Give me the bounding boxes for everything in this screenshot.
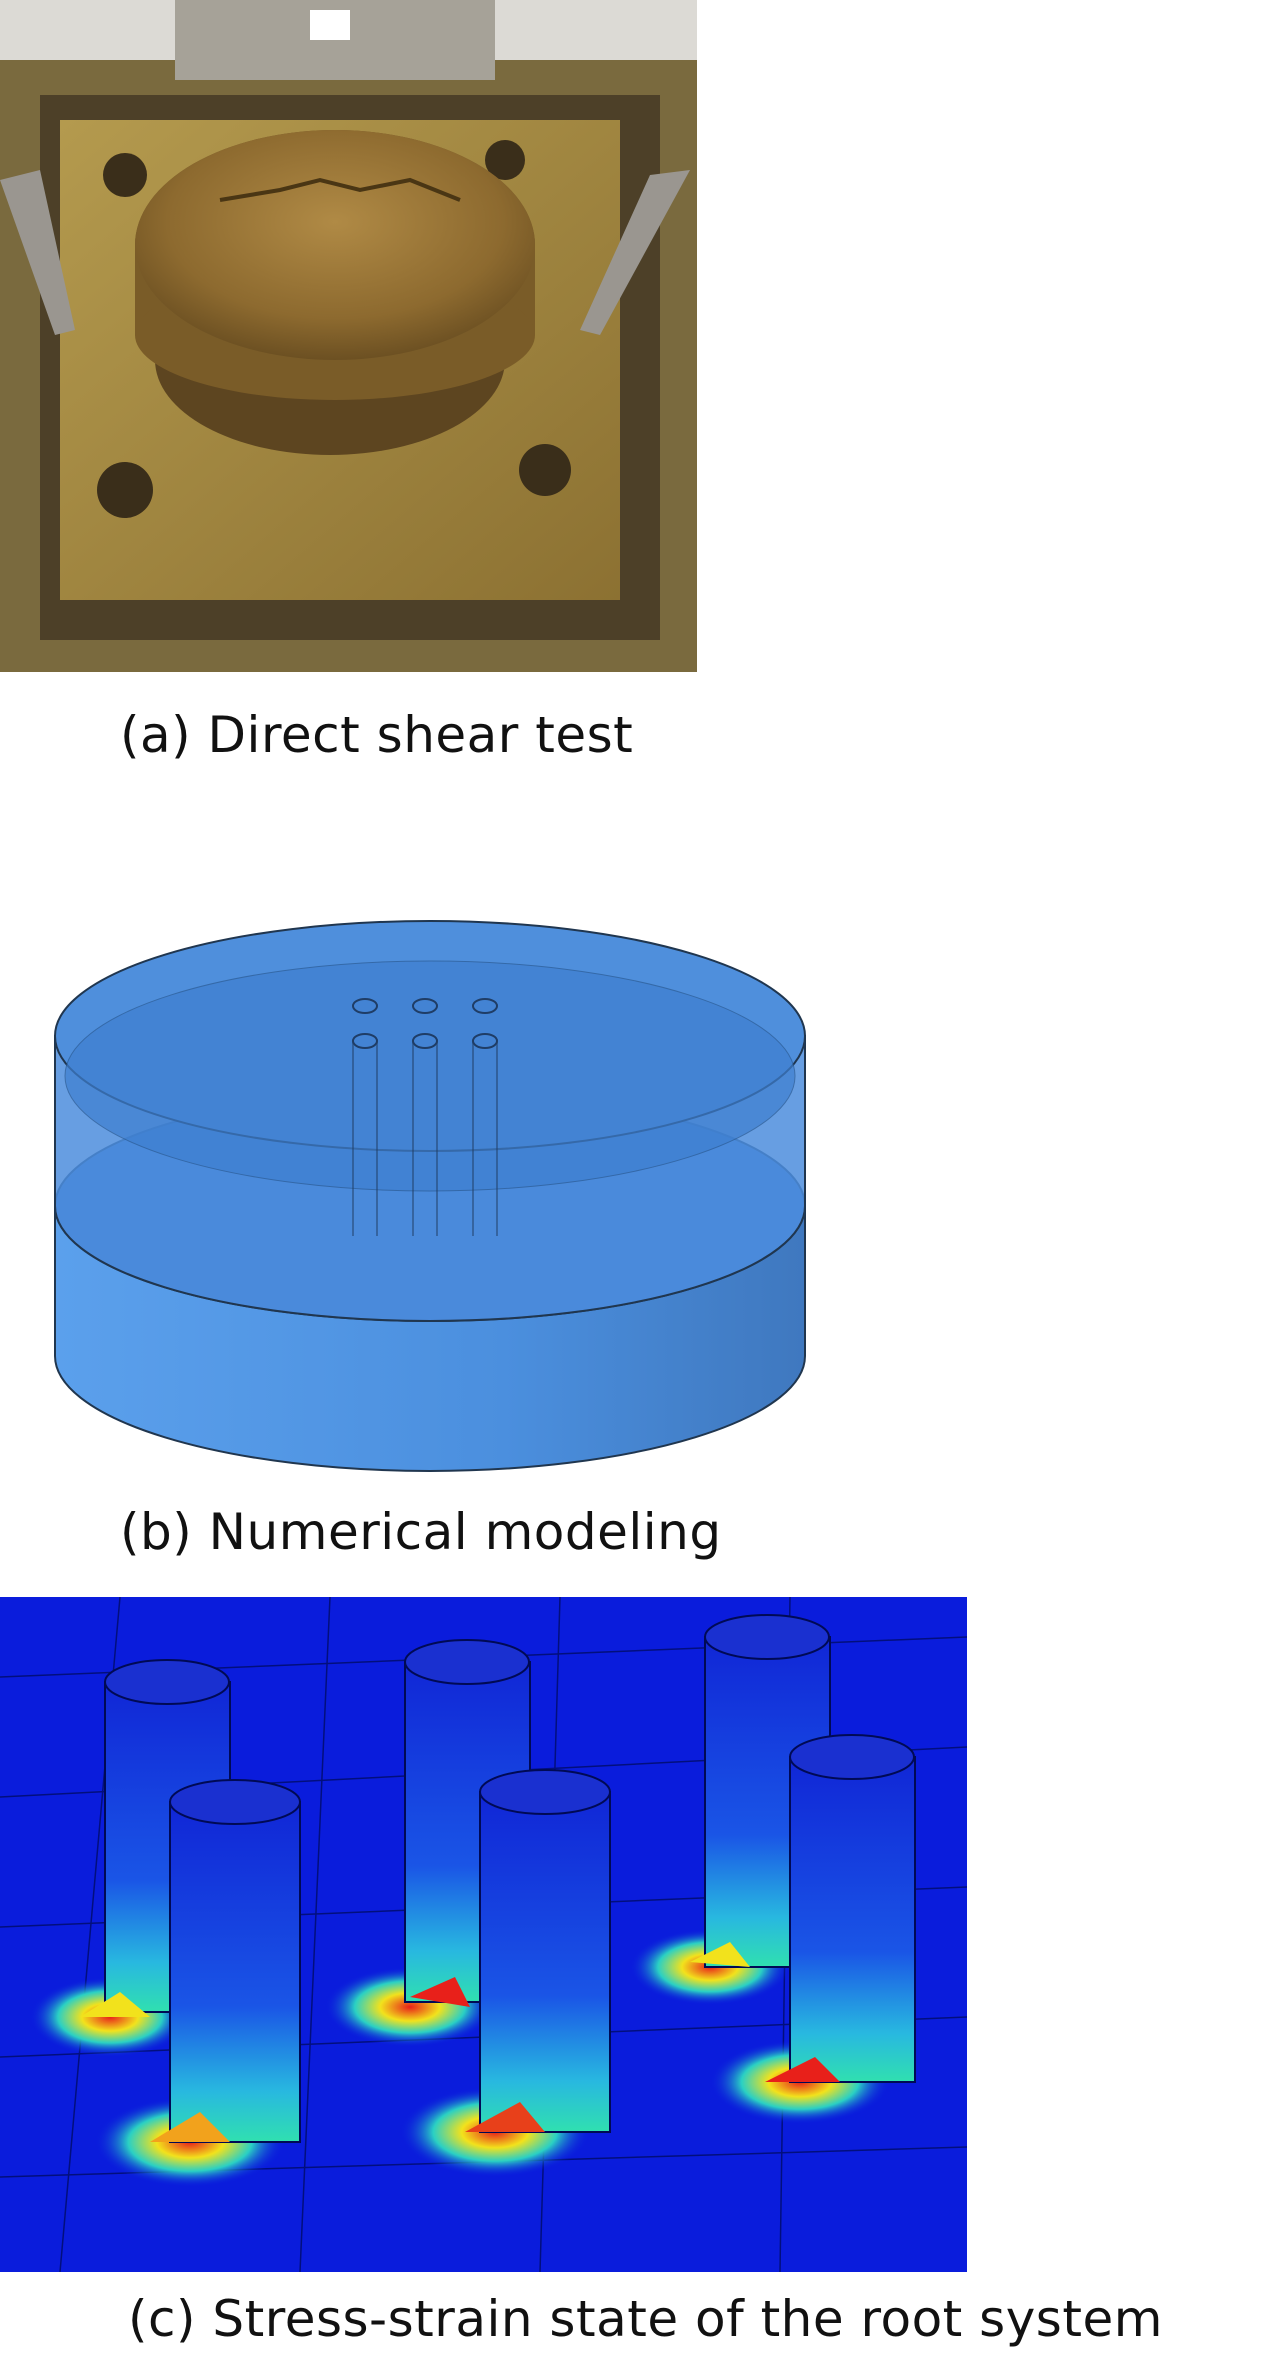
- direct-shear-test-photo: [0, 0, 697, 672]
- numerical-model-figure: [0, 806, 810, 1481]
- left-handle: [0, 170, 75, 335]
- root-columns: [352, 998, 498, 1236]
- root-system-mesh: [0, 1597, 967, 2272]
- base-hotspots: [80, 1942, 840, 2142]
- caption-stress-strain-state: (c) Stress-strain state of the root syst…: [128, 2290, 1163, 2348]
- caption-numerical-modeling: (b) Numerical modeling: [120, 1503, 722, 1561]
- crack: [219, 177, 461, 202]
- stress-strain-render: [0, 1597, 967, 2272]
- bolt-hole: [519, 444, 571, 496]
- right-handle: [580, 170, 690, 335]
- root-columns-front: [169, 1734, 916, 2143]
- bolt-hole: [485, 140, 525, 180]
- bolt-hole: [97, 462, 153, 518]
- bolt-hole: [103, 153, 147, 197]
- cylinder-model: [54, 920, 806, 1472]
- caption-direct-shear-test: (a) Direct shear test: [120, 706, 634, 764]
- soil-specimen: [135, 130, 535, 360]
- shear-box-illustration: [0, 0, 697, 672]
